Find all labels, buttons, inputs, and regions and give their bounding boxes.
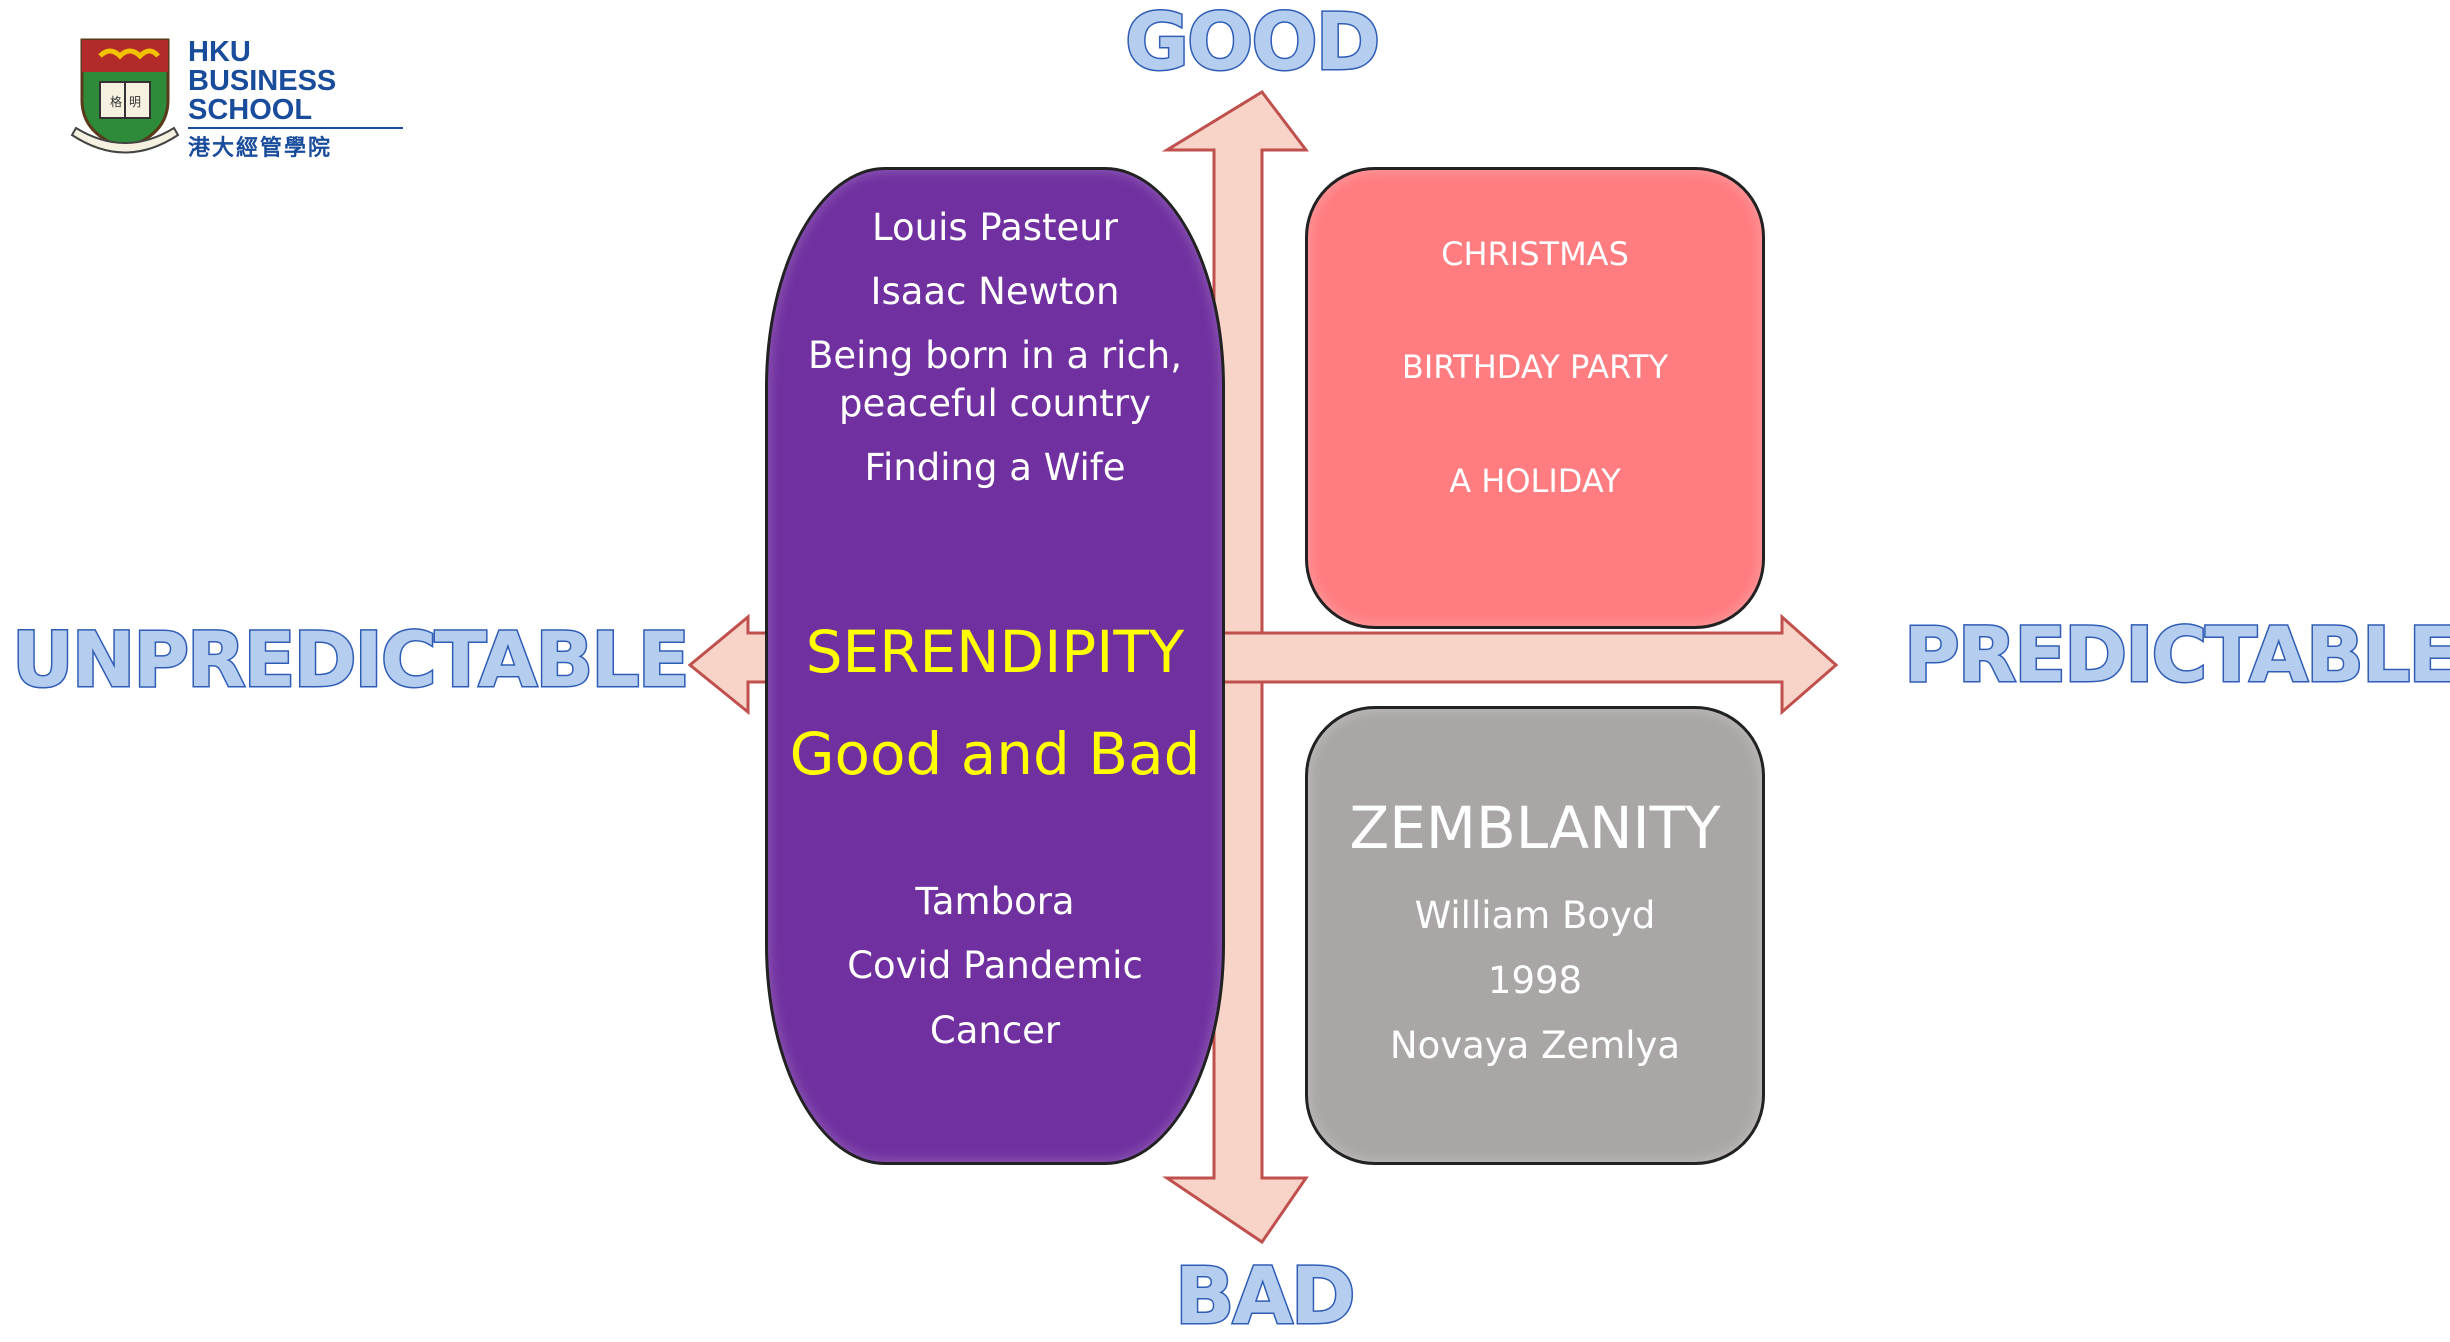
serendipity-item: Being born in a rich, (808, 334, 1182, 377)
predictable-good-item: BIRTHDAY PARTY (1401, 348, 1669, 386)
serendipity-item: Covid Pandemic (847, 944, 1143, 987)
serendipity-subtitle: Good and Bad (789, 720, 1201, 788)
zemblanity-item: 1998 (1487, 959, 1583, 1002)
predictable-good-item: CHRISTMAS (1441, 235, 1629, 273)
svg-text:格: 格 (110, 94, 122, 109)
logo-divider (188, 127, 403, 129)
serendipity-title: SERENDIPITY (805, 618, 1185, 686)
serendipity-item: Finding a Wife (864, 446, 1126, 489)
serendipity-item: Tambora (915, 880, 1075, 923)
zemblanity-item: Novaya Zemlya (1389, 1024, 1681, 1067)
logo-wordmark: HKU BUSINESS SCHOOL (188, 36, 337, 126)
zemblanity-box: ZEMBLANITY William Boyd 1998 Novaya Zeml… (1305, 706, 1765, 1165)
axis-label-bad: BAD (1174, 1251, 1358, 1342)
hku-business-school-logo: 格 明 HKU BUSINESS SCHOOL 港大經管學院 (70, 30, 403, 161)
svg-text:明: 明 (129, 95, 141, 109)
logo-chinese-name: 港大經管學院 (188, 136, 333, 161)
serendipity-item: peaceful country (838, 382, 1152, 425)
axis-label-predictable: PREDICTABLE (1902, 609, 2450, 701)
serendipity-item: Louis Pasteur (872, 206, 1118, 249)
predictable-good-box: CHRISTMAS BIRTHDAY PARTY A HOLIDAY (1305, 167, 1765, 629)
hku-crest-icon: 格 明 (70, 38, 180, 154)
serendipity-box: Louis Pasteur Isaac Newton Being born in… (765, 167, 1225, 1165)
zemblanity-item: William Boyd (1414, 894, 1656, 937)
axis-label-good: GOOD (1123, 0, 1381, 90)
predictable-good-item: A HOLIDAY (1449, 462, 1621, 500)
serendipity-item: Isaac Newton (870, 270, 1120, 313)
axis-label-unpredictable: UNPREDICTABLE (11, 614, 692, 706)
zemblanity-title: ZEMBLANITY (1349, 794, 1721, 862)
serendipity-item: Cancer (929, 1009, 1061, 1052)
